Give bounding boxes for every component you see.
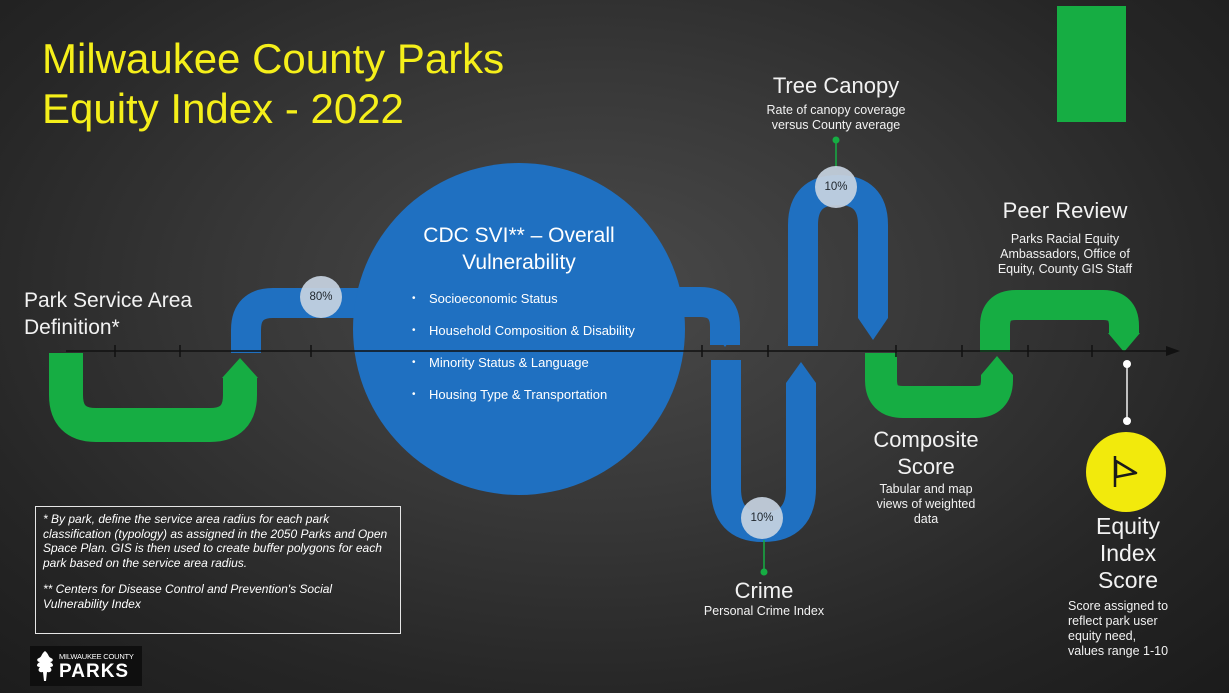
composite-desc-line-2: views of weighted [876, 497, 976, 511]
cdc-svi-title-line-1: CDC SVI** – Overall [423, 224, 615, 247]
tree-canopy-desc-line-1: Rate of canopy coverage [766, 103, 906, 117]
list-item: Household Composition & Disability [412, 322, 652, 339]
peer-review-desc: Parks Racial Equity Ambassadors, Office … [980, 232, 1150, 277]
svi-band [231, 288, 402, 353]
equity-title-line-3: Score [1097, 567, 1159, 593]
cdc-svi-title-line-2: Vulnerability [462, 251, 576, 274]
composite-band [865, 353, 1013, 418]
peer-review-title: Peer Review [1002, 198, 1128, 223]
timeline-arrowhead [1166, 346, 1180, 356]
service-area-arrowhead [222, 358, 258, 378]
tree-canopy-title: Tree Canopy [772, 73, 900, 98]
title-line-1: Milwaukee County Parks [42, 35, 505, 82]
park-service-area-label: Park Service Area Definition* [24, 287, 192, 341]
equity-title-line-2: Index [1099, 540, 1157, 566]
crime-weight-badge: 10% [741, 497, 783, 539]
list-item: Socioeconomic Status [412, 290, 652, 307]
crime-desc: Personal Crime Index [703, 604, 825, 618]
composite-title-line-1: Composite [873, 427, 979, 452]
list-item: Minority Status & Language [412, 354, 652, 371]
tree-canopy-desc: Rate of canopy coverage versus County av… [736, 103, 936, 133]
equity-desc-line-3: equity need, [1068, 629, 1137, 643]
peer-review-desc-line-1: Parks Racial Equity [1010, 232, 1120, 246]
composite-arrowhead [981, 356, 1013, 375]
composite-title-line-2: Score [897, 454, 955, 479]
cdc-svi-list: Socioeconomic Status Household Compositi… [412, 290, 652, 418]
equity-connector-dot-bottom [1123, 417, 1131, 425]
page-title: Milwaukee County Parks Equity Index - 20… [42, 34, 504, 134]
oak-leaf-icon [37, 651, 53, 681]
peer-review-desc-line-3: Equity, County GIS Staff [997, 262, 1133, 276]
crime-arrowhead [786, 362, 816, 383]
svi-exit-band [675, 287, 740, 345]
peer-review-desc-line-2: Ambassadors, Office of [1000, 247, 1130, 261]
cdc-svi-title: CDC SVI** – Overall Vulnerability [396, 222, 642, 276]
equity-title-line-1: Equity [1096, 513, 1160, 539]
list-item: Housing Type & Transportation [412, 386, 652, 403]
milwaukee-county-parks-logo: MILWAUKEE COUNTY PARKS [30, 646, 142, 686]
equity-connector-dot-top [1123, 360, 1131, 368]
composite-score-title: Composite Score [850, 426, 1002, 480]
peer-review-band [980, 290, 1139, 352]
equity-desc-line-4: values range 1-10 [1068, 644, 1169, 658]
composite-desc-line-3: data [913, 512, 939, 526]
flag-icon [1113, 456, 1138, 487]
peer-review-arrowhead [1108, 333, 1140, 352]
canopy-arrowhead [858, 318, 888, 340]
title-line-2: Equity Index - 2022 [42, 85, 404, 132]
equity-index-circle [1086, 432, 1166, 512]
equity-index-desc: Score assigned to reflect park user equi… [1060, 599, 1188, 659]
timeline-axis [66, 345, 1170, 357]
park-service-area-line-1: Park Service Area [24, 289, 193, 312]
svi-weight-badge: 80% [300, 276, 342, 318]
service-area-band [49, 353, 257, 442]
logo-big-text: PARKS [59, 661, 130, 682]
canopy-weight-badge: 10% [815, 166, 857, 208]
canopy-connector-dot [832, 136, 840, 144]
footnote-cdc-svi: ** Centers for Disease Control and Preve… [43, 582, 333, 611]
composite-score-desc: Tabular and map views of weighted data [856, 482, 996, 527]
park-service-area-line-2: Definition* [24, 316, 120, 339]
equity-index-title: Equity Index Score [1068, 513, 1188, 594]
svi-exit-arrowhead [710, 327, 740, 347]
equity-desc-line-2: reflect park user [1068, 614, 1158, 628]
green-accent-block [1057, 6, 1126, 122]
footnotes-box: * By park, define the service area radiu… [35, 506, 401, 634]
composite-desc-line-1: Tabular and map [879, 482, 973, 496]
crime-title: Crime [734, 578, 794, 603]
footnote-service-area: * By park, define the service area radiu… [43, 512, 388, 570]
tree-canopy-desc-line-2: versus County average [771, 118, 901, 132]
logo-small-text: MILWAUKEE COUNTY [59, 652, 134, 661]
equity-desc-line-1: Score assigned to [1068, 599, 1169, 613]
crime-connector-dot [760, 568, 768, 576]
